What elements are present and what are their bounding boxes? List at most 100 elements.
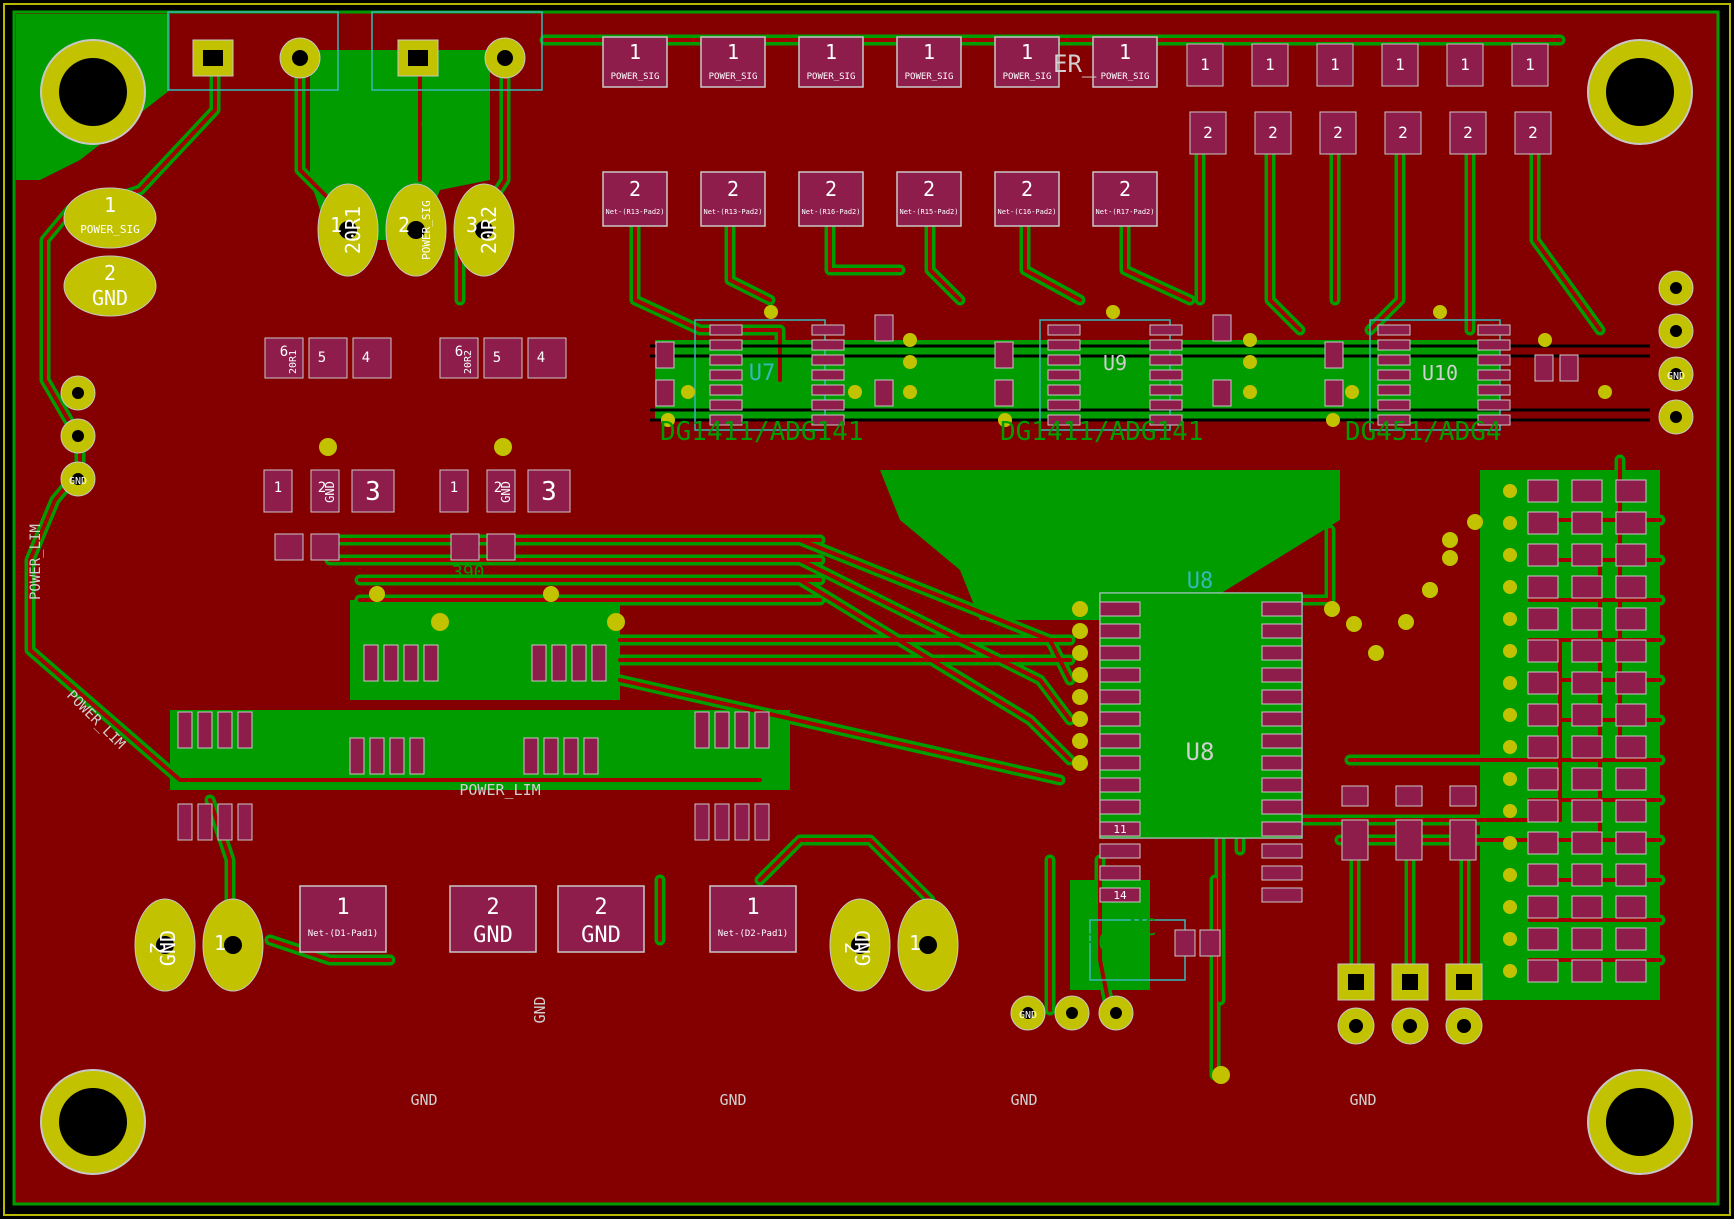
svg-text:5: 5 [318,350,326,366]
vertical-resistors [1341,785,1477,861]
svg-text:20R2: 20R2 [477,206,501,254]
top-pad: 1 POWER_SIG [602,36,668,88]
svg-text:GND: GND [719,1091,746,1109]
svg-text:Net-(R15-Pad2): Net-(R15-Pad2) [899,208,958,216]
transistor-footprints [177,644,770,841]
svg-text:GND: GND [581,923,621,948]
top-small-pads: 1 1 1 1 1 1 [1186,43,1549,87]
svg-text:2: 2 [840,942,864,954]
smd-ic-left: 6 20R1 5 4 [264,337,392,379]
svg-text:2: 2 [398,213,410,237]
svg-text:GND: GND [156,930,180,966]
top-pad: 1 POWER_SIG [700,36,766,88]
smd-ic-right: 6 20R2 5 4 [439,337,567,379]
svg-text:GND: GND [1667,371,1685,382]
svg-text:Net-(C16-Pad2): Net-(C16-Pad2) [997,208,1056,216]
svg-text:1: 1 [214,931,226,955]
svg-text:2: 2 [629,177,641,201]
svg-text:GND: GND [410,1091,437,1109]
svg-text:POWER_SIG: POWER_SIG [420,200,433,260]
small-vias [369,586,625,631]
svg-text:2: 2 [145,942,169,954]
svg-text:6: 6 [280,344,288,360]
svg-text:3: 3 [541,477,557,507]
svg-text:1: 1 [1525,55,1535,74]
svg-text:DG1411/ADG141: DG1411/ADG141 [660,417,864,447]
left-header: GND [60,375,96,497]
mounting-hole-bl [40,1069,146,1175]
svg-text:1: 1 [1021,40,1033,64]
svg-text:GND: GND [1349,1091,1376,1109]
svg-text:5: 5 [493,350,501,366]
svg-text:20R2: 20R2 [463,350,474,374]
svg-text:Net-(D1-Pad1): Net-(D1-Pad1) [308,929,378,939]
svg-text:20R1: 20R1 [341,206,365,254]
svg-text:U8: U8 [1187,569,1214,594]
u8-microcontroller: U8 U8 11 14 [1072,569,1438,903]
svg-text:POWER_SIG: POWER_SIG [611,72,660,82]
right-header: GND [1658,270,1694,435]
svg-text:MC: MC [1130,916,1157,941]
svg-text:DG1411/ADG141: DG1411/ADG141 [1000,417,1204,447]
second-small-pads: 2 2 2 2 2 2 [1189,111,1552,155]
top-pad: 1 POWER_SIG [1092,36,1158,88]
svg-text:POWER_SIG: POWER_SIG [807,72,856,82]
svg-text:1: 1 [746,895,759,920]
gnd-labels: GND GND GND GND GND [410,996,1376,1109]
top-pad: 1 POWER_SIG [798,36,864,88]
svg-text:390: 390 [452,562,485,583]
svg-text:2: 2 [727,177,739,201]
svg-text:GND: GND [323,481,337,503]
bottom-right-connector: 2 GND 1 [829,898,959,992]
svg-text:3: 3 [365,477,381,507]
mounting-hole-br [1587,1069,1693,1175]
svg-text:1: 1 [727,40,739,64]
svg-text:GND: GND [1019,1010,1037,1021]
svg-text:GND: GND [92,286,128,310]
top-pad: 1 POWER_SIG [896,36,962,88]
svg-text:2: 2 [1528,123,1538,142]
regulator-right: 1 2 GND 3 390 [439,438,571,583]
svg-text:ROL: ROL [1085,931,1125,956]
svg-text:2: 2 [1463,123,1473,142]
svg-text:U8: U8 [1186,738,1215,766]
svg-text:1: 1 [1330,55,1340,74]
svg-text:POWER_SIG: POWER_SIG [1101,72,1150,82]
svg-text:POWER_SIG: POWER_SIG [1003,72,1052,82]
svg-text:GND: GND [1010,1091,1037,1109]
top-smd-pads: 1 POWER_SIG 1 POWER_SIG 1 POWER_SIG 1 PO… [602,36,1158,88]
svg-text:2: 2 [923,177,935,201]
svg-text:Net-(R13-Pad2): Net-(R13-Pad2) [703,208,762,216]
svg-text:1: 1 [1265,55,1275,74]
svg-text:2: 2 [1268,123,1278,142]
svg-text:1: 1 [1119,40,1131,64]
silk-er-fragment: ER_ [1053,50,1097,78]
svg-text:POWER_SIG: POWER_SIG [80,223,140,236]
bottom-left-connector: 2 GND 1 [134,898,264,992]
regulator-left: 1 2 GND 3 [263,438,395,561]
svg-text:GND: GND [531,996,549,1023]
svg-text:6: 6 [455,344,463,360]
svg-text:11: 11 [1113,823,1126,836]
svg-text:U9: U9 [1103,351,1127,375]
svg-text:U10: U10 [1422,361,1458,385]
svg-text:2: 2 [318,480,326,496]
svg-text:2: 2 [594,895,607,920]
resistor-array [1422,479,1647,983]
svg-text:20R1: 20R1 [288,350,299,374]
svg-text:1: 1 [629,40,641,64]
svg-text:GND: GND [69,476,87,487]
svg-text:1: 1 [1200,55,1210,74]
svg-text:POWER_SIG: POWER_SIG [709,72,758,82]
svg-text:GND: GND [473,923,513,948]
svg-text:Net-(R17-Pad2): Net-(R17-Pad2) [1095,208,1154,216]
bottom-header: GND MC ROL [1010,916,1230,1084]
svg-text:4: 4 [362,350,370,366]
mux-ic-u7: U7 DG1411/ADG141 [655,305,917,447]
copper-fill [12,10,1720,1206]
svg-text:14: 14 [1113,889,1127,902]
svg-text:1: 1 [274,480,282,496]
svg-text:2: 2 [486,895,499,920]
